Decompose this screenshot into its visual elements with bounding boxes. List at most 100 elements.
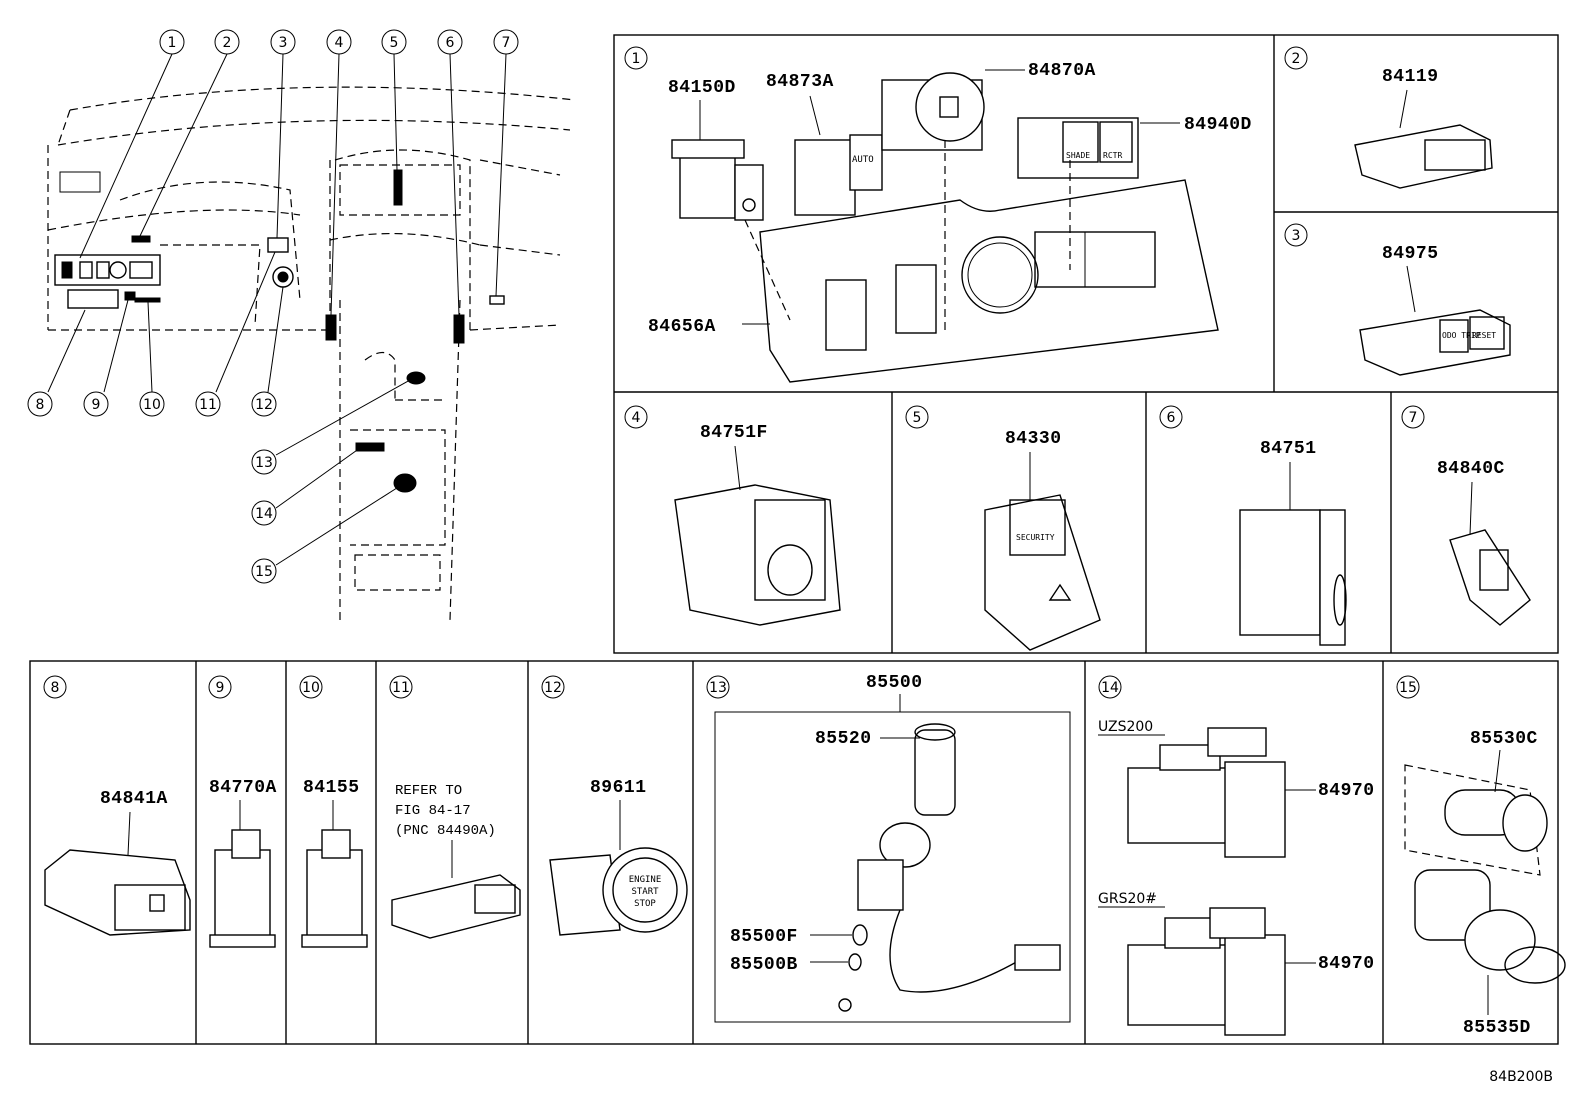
part-84656A: 84656A [648,317,716,337]
callout-9: 9 [92,397,101,413]
panel-13: 13 85500 85520 85500F 85500B [706,673,1071,1023]
part-85535D: 85535D [1463,1018,1531,1038]
reset-label: RESET [1472,331,1496,340]
panel-4-number: 4 [632,410,641,426]
part-84970-lower: 84970 [1318,954,1375,974]
shade-label: SHADE [1066,151,1090,160]
callout-5: 5 [390,35,399,51]
part-85500B: 85500B [730,955,798,975]
switch-84841A-drawing [44,811,191,936]
switch-84119-drawing [1354,89,1493,189]
panel-5: 5 84330 SECURITY [905,405,1101,651]
part-84870A: 84870A [1028,61,1096,81]
panel-3: 3 84975 ODO TRIP RESET [1284,223,1511,376]
callout-15: 15 [255,564,273,580]
power-outlet-drawing [1404,749,1566,1015]
panel-4: 4 84751F [624,405,841,626]
callout-12: 12 [255,397,273,413]
part-84970-upper: 84970 [1318,781,1375,801]
panel-8: 8 84841A [43,675,191,936]
part-84119: 84119 [1382,67,1439,87]
part-84330: 84330 [1005,429,1062,449]
panel-6: 6 84751 [1159,405,1347,646]
panel-7: 7 84840C [1401,405,1531,626]
panel-15-number: 15 [1399,680,1417,696]
bezel-84656A-drawing [742,140,1219,383]
part-85530C: 85530C [1470,729,1538,749]
switch-84770A-drawing [209,800,276,948]
switch-84970-upper-drawing [1127,727,1316,858]
part-85500: 85500 [866,673,923,693]
panel-11-number: 11 [392,680,410,696]
dashboard-overview: 1 2 3 4 5 6 7 8 9 10 11 12 13 14 15 [27,29,576,621]
callout-1: 1 [168,35,177,51]
part-85520: 85520 [815,729,872,749]
callout-13: 13 [255,455,273,471]
part-84841A: 84841A [100,789,168,809]
refer-to-note-line-2: FIG 84-17 [395,803,471,819]
cigarette-lighter-drawing [810,723,1061,1012]
panel-frames [29,34,1559,1045]
switch-84970-lower-drawing [1127,907,1316,1036]
stop-label: STOP [634,899,656,909]
callout-14: 14 [255,506,273,522]
rctr-label: RCTR [1103,151,1122,160]
switch-84975-drawing: ODO TRIP RESET [1359,265,1511,376]
part-84940D: 84940D [1184,115,1252,135]
callout-10: 10 [143,397,161,413]
engine-label: ENGINE [629,875,662,885]
panel-15: 15 85530C 85535D [1396,675,1566,1038]
switch-84150D-drawing [671,100,764,221]
panel-2-number: 2 [1292,51,1301,67]
switch-11-drawing [391,840,521,939]
panel-9-number: 9 [216,680,225,696]
panel-14: 14 UZS200 GRS20# 84970 84970 [1098,675,1375,1036]
dashboard-outline [47,86,576,621]
callout-11: 11 [199,397,217,413]
callout-3: 3 [279,35,288,51]
panel-6-number: 6 [1167,410,1176,426]
refer-to-note-line-1: REFER TO [395,783,462,799]
part-84840C: 84840C [1437,459,1505,479]
part-84770A: 84770A [209,778,277,798]
refer-to-note-line-3: (PNC 84490A) [395,823,496,839]
callout-4: 4 [335,35,344,51]
switch-84873A-drawing: AUTO [794,95,883,216]
panel-1: 1 84150D 84873A 84870A 84940D 84656A AUT… [624,46,1252,383]
switch-84155-drawing [301,800,368,948]
part-84751F: 84751F [700,423,768,443]
switch-84940D-drawing: SHADE RCTR [1017,117,1180,179]
callout-2: 2 [223,35,232,51]
figure-code: 84B200B [1489,1069,1553,1085]
odo-trip-label: ODO TRIP [1442,331,1481,340]
part-84751: 84751 [1260,439,1317,459]
panel-14-number: 14 [1101,680,1119,696]
panel-12: 12 89611 ENGINE START STOP [541,675,688,936]
overview-callouts-bottom: 8 9 10 11 12 13 14 15 [27,391,277,584]
part-84975: 84975 [1382,244,1439,264]
auto-label: AUTO [852,155,874,165]
security-label: SECURITY [1016,533,1055,542]
mirror-switch-84870A-drawing [881,69,1025,151]
switch-84330-drawing: SECURITY [984,452,1101,651]
panel-7-number: 7 [1409,410,1418,426]
switch-84751-drawing [1239,462,1347,646]
variant-UZS200: UZS200 [1098,719,1153,735]
panel-12-number: 12 [544,680,562,696]
variant-GRS20: GRS20# [1098,891,1157,907]
callout-8: 8 [36,397,45,413]
panel-13-number: 13 [709,680,727,696]
panel-2: 2 84119 [1284,46,1493,189]
part-89611: 89611 [590,778,647,798]
start-button-89611-drawing: ENGINE START STOP [549,800,688,936]
panel-9: 9 84770A [208,675,277,948]
overview-callouts-top: 1 2 3 4 5 6 7 [159,29,519,55]
callout-7: 7 [502,35,511,51]
panel-1-number: 1 [632,51,641,67]
part-84873A: 84873A [766,72,834,92]
panel-10-number: 10 [302,680,320,696]
start-label: START [631,887,659,897]
overview-switch-cluster [54,169,505,493]
panel-3-number: 3 [1292,228,1301,244]
